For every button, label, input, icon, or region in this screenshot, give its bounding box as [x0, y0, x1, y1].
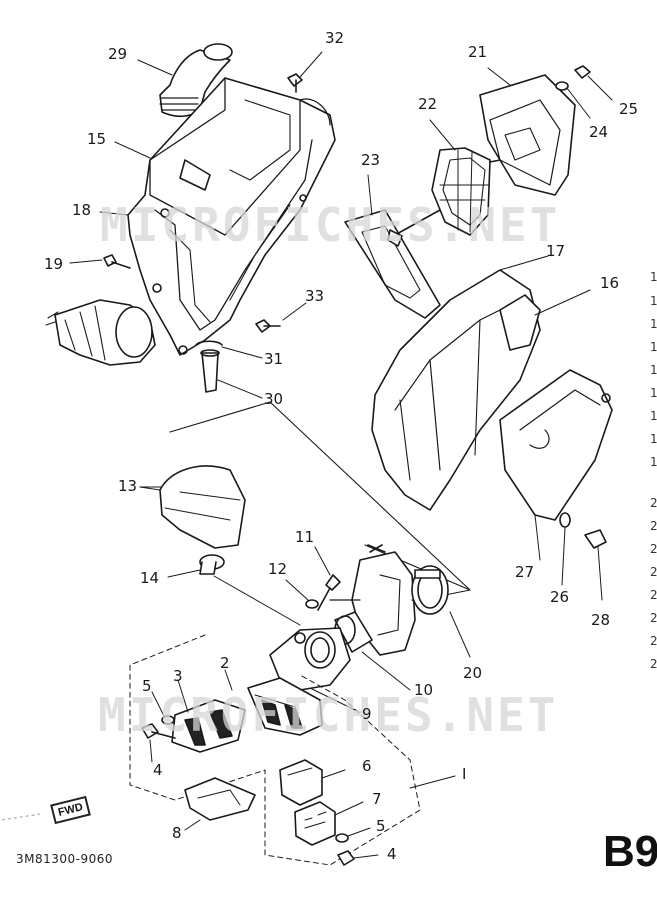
part-6-reed — [279, 759, 346, 806]
part-label-18: 18 — [72, 201, 92, 219]
part-label-3: 3 — [173, 667, 183, 685]
carburetor-assembly — [329, 544, 431, 656]
part-31-clip — [195, 340, 263, 359]
edge-number: 2 — [650, 634, 657, 648]
part-3-reed-plate — [171, 679, 246, 753]
part-13-filter-sock — [139, 465, 246, 549]
edge-number: 2 — [650, 542, 657, 556]
section-code: B9 — [603, 827, 657, 876]
part-label-32: 32 — [325, 29, 345, 47]
part-11-bolt — [314, 546, 341, 611]
part-label-6: 6 — [362, 757, 372, 775]
part-30-drain-tube — [200, 349, 263, 399]
part-14-clamp — [167, 554, 301, 626]
part-label-7: 7 — [372, 790, 382, 808]
part-8-gasket — [184, 777, 256, 831]
part-label-11: 11 — [295, 528, 315, 546]
part-27-side-cover — [499, 369, 613, 561]
edge-number: 1 — [650, 432, 657, 446]
part-label-25: 25 — [619, 100, 639, 118]
part-5-washer-lower — [335, 827, 371, 843]
part-18-boot — [45, 299, 156, 366]
leader-13 — [139, 486, 161, 491]
watermark-top: MICROFICHES.NET — [100, 198, 561, 252]
part-label-9: 9 — [362, 705, 372, 723]
part-label-17: 17 — [546, 242, 566, 260]
part-26-grommet — [559, 512, 571, 586]
part-label-24: 24 — [589, 123, 609, 141]
part-label-8: 8 — [172, 824, 182, 842]
part-label-28: 28 — [591, 611, 611, 629]
part-4-bolt-lower — [337, 850, 379, 866]
edge-number: 2 — [650, 496, 657, 510]
part-label-10: 10 — [414, 681, 434, 699]
edge-number: 1 — [650, 317, 657, 331]
part-label-4-upper: 4 — [153, 761, 163, 779]
edge-number: 2 — [650, 611, 657, 625]
part-12-washer — [285, 579, 319, 609]
part-1-leader — [409, 775, 456, 789]
part-19-screw — [69, 254, 131, 269]
leader-18 — [99, 211, 129, 216]
edge-number: 2 — [650, 519, 657, 533]
part-5-washer-upper — [151, 691, 175, 725]
reed-valve-group-box — [129, 634, 421, 866]
part-label-4-lower: 4 — [387, 845, 397, 863]
part-label-30: 30 — [264, 390, 284, 408]
fwd-arrow-icon — [1, 813, 41, 821]
part-label-33: 33 — [305, 287, 325, 305]
part-label-21: 21 — [468, 43, 488, 61]
part-4-bolt-upper — [141, 723, 176, 763]
part-label-22: 22 — [418, 95, 438, 113]
part-label-12: 12 — [268, 560, 288, 578]
part-33-bolt — [255, 302, 307, 333]
part-15-airbox — [127, 77, 336, 356]
part-label-31: 31 — [264, 350, 284, 368]
part-label-20: 20 — [463, 664, 483, 682]
part-21-cap — [479, 67, 576, 196]
part-28-screw — [584, 529, 607, 601]
part-32-bolt — [287, 51, 323, 93]
part-2-reed-case — [224, 669, 323, 736]
part-29-snorkel — [159, 43, 233, 118]
part-label-26: 26 — [550, 588, 570, 606]
leader-29 — [137, 59, 173, 76]
watermark-bottom: MICROFICHES.NET — [98, 688, 559, 742]
part-label-2: 2 — [220, 654, 230, 672]
part-label-1: I — [462, 765, 467, 783]
part-24-washer — [555, 81, 591, 119]
part-20-clamp — [411, 565, 471, 658]
edge-number: 1 — [650, 386, 657, 400]
part-label-5-upper: 5 — [142, 677, 152, 695]
edge-number: 1 — [650, 294, 657, 308]
part-label-23: 23 — [361, 151, 381, 169]
edge-number: 2 — [650, 565, 657, 579]
part-7-stopper — [294, 801, 364, 846]
part-label-13: 13 — [118, 477, 138, 495]
part-label-16: 16 — [600, 274, 620, 292]
part-25-nut — [574, 65, 613, 101]
part-label-19: 19 — [44, 255, 64, 273]
part-22-filter-cage — [429, 119, 501, 236]
edge-number: 1 — [650, 363, 657, 377]
edge-number: 1 — [650, 340, 657, 354]
part-label-27: 27 — [515, 563, 535, 581]
leader-15 — [114, 141, 151, 159]
edge-number: 1 — [650, 409, 657, 423]
section-divider — [169, 401, 471, 596]
edge-number: 1 — [650, 455, 657, 469]
part-label-5-lower: 5 — [376, 817, 386, 835]
edge-number: 2 — [650, 657, 657, 671]
part-label-15: 15 — [87, 130, 107, 148]
edge-number: 1 — [650, 270, 657, 284]
part-label-29: 29 — [108, 45, 128, 63]
part-label-14: 14 — [140, 569, 160, 587]
edge-number: 2 — [650, 588, 657, 602]
diagram-code: 3M81300-9060 — [16, 852, 114, 866]
part-23-filter-element — [344, 174, 441, 319]
part-16-filter-cover — [499, 289, 591, 351]
